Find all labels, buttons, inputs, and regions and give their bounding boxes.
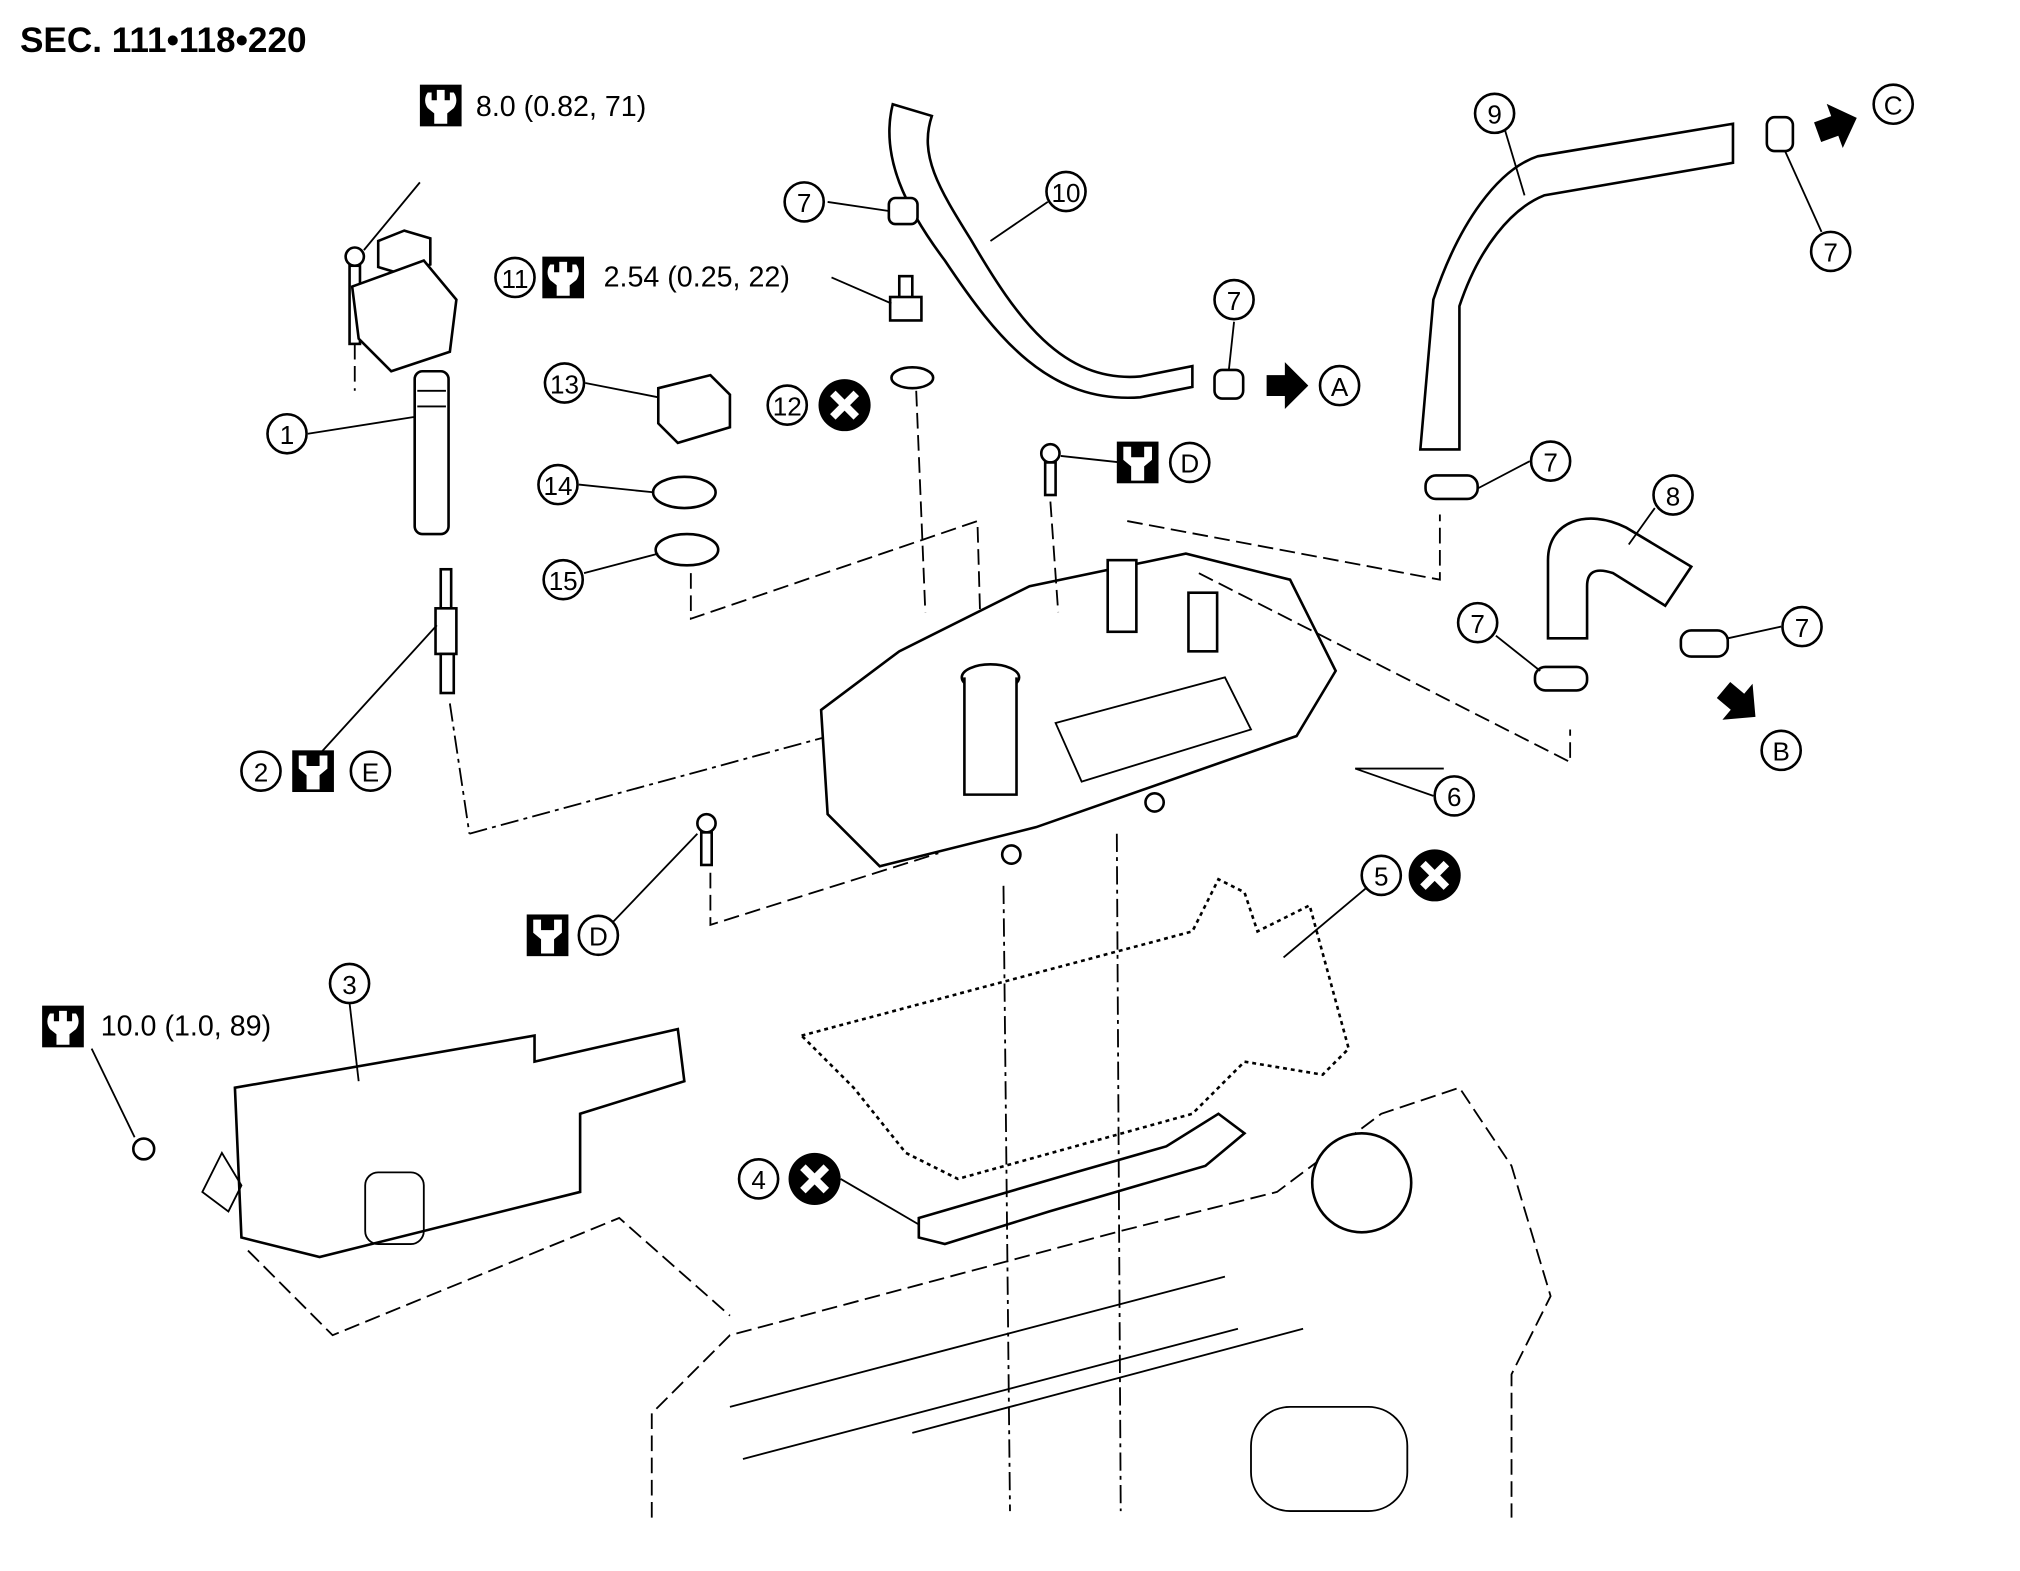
letter-d: D <box>577 914 620 957</box>
letter-d: D <box>1168 441 1211 484</box>
open-wrench-icon <box>1116 441 1159 484</box>
callout-7: 7 <box>783 181 826 223</box>
callout-14: 14 <box>537 463 579 506</box>
callout-number: 5 <box>1374 862 1389 892</box>
callout-1: 1 <box>266 412 308 455</box>
letter-label: A <box>1331 372 1349 402</box>
cylinder-head <box>650 833 1552 1518</box>
callout-number: 7 <box>1795 613 1810 643</box>
letter-label: C <box>1884 91 1903 121</box>
hose-10 <box>888 102 1194 400</box>
callout-number: 13 <box>550 369 579 399</box>
torque-icon <box>542 256 585 299</box>
callout-7: 7 <box>1781 605 1823 648</box>
letter-b: B <box>1760 729 1803 772</box>
rocker-cover <box>819 552 1444 868</box>
letter-label: B <box>1772 737 1789 767</box>
callout-number: 6 <box>1447 782 1462 812</box>
callout-number: 7 <box>1227 286 1242 316</box>
callout-15: 15 <box>542 558 585 601</box>
x-circle-icon <box>819 379 871 431</box>
callout-number: 1 <box>280 420 295 450</box>
callout-number: 9 <box>1487 100 1502 130</box>
arrow-right-icon <box>1708 672 1771 735</box>
callout-number: 15 <box>549 566 578 596</box>
callout-number: 8 <box>1666 481 1681 511</box>
callout-number: 7 <box>797 188 811 218</box>
torque-icon <box>419 84 462 127</box>
callout-number: 3 <box>342 970 357 1000</box>
torque-spec-cover-bolt: 10.0 (1.0, 89) <box>101 1010 271 1042</box>
callout-number: 7 <box>1543 447 1558 477</box>
torque-spec-coil-bolt: 8.0 (0.82, 71) <box>476 91 646 123</box>
callout-4: 4 <box>737 1158 780 1200</box>
callout-5: 5 <box>1360 854 1403 897</box>
callout-10: 10 <box>1045 170 1087 213</box>
engine-cover <box>90 1002 731 1337</box>
pcv-valve <box>888 274 935 613</box>
letter-label: D <box>1180 449 1199 479</box>
callout-number: 2 <box>254 757 269 787</box>
arrow-right-icon <box>1266 362 1309 410</box>
callout-8: 8 <box>1652 474 1694 516</box>
torque-icon <box>42 1005 84 1048</box>
callout-number: 7 <box>1470 609 1485 639</box>
section-title: SEC. 111•118•220 <box>20 21 307 60</box>
letter-a: A <box>1318 364 1361 407</box>
callout-7: 7 <box>1529 440 1572 482</box>
hose-9 <box>1418 122 1735 451</box>
open-wrench-icon <box>526 914 569 957</box>
oil-filler-cap <box>651 373 981 621</box>
cover-bolts <box>612 442 1121 927</box>
callout-number: 4 <box>751 1165 766 1195</box>
letter-c: C <box>1872 83 1915 126</box>
hose-8 <box>1546 517 1694 640</box>
callout-11: 11 <box>494 256 536 299</box>
x-circle-icon <box>1409 849 1461 901</box>
x-circle-icon <box>789 1153 841 1205</box>
arrow-right-icon <box>1809 95 1865 155</box>
rocker-cover-gasket <box>799 877 1351 1181</box>
callout-number: 12 <box>773 391 802 421</box>
open-wrench-icon <box>292 750 334 793</box>
dashed-guide <box>1198 572 1572 764</box>
callout-9: 9 <box>1473 92 1516 135</box>
dashed-guide <box>1127 514 1441 581</box>
callout-7: 7 <box>1809 230 1852 273</box>
callout-number: 10 <box>1052 178 1081 208</box>
torque-spec-pcv-valve: 2.54 (0.25, 22) <box>604 261 790 293</box>
callout-7: 7 <box>1456 601 1499 644</box>
clamp <box>887 115 1795 692</box>
leader-lines <box>307 130 1823 797</box>
callout-13: 13 <box>543 362 586 404</box>
callout-12: 12 <box>766 384 809 426</box>
callout-6: 6 <box>1433 775 1476 817</box>
callout-7: 7 <box>1213 278 1255 321</box>
letter-e: E <box>349 750 392 793</box>
callout-2: 2 <box>240 750 282 793</box>
ignition-coil <box>350 229 458 536</box>
letter-label: D <box>589 922 608 952</box>
callout-3: 3 <box>328 962 371 1005</box>
callout-number: 14 <box>543 471 572 501</box>
plug-tube-gasket <box>917 1112 1247 1246</box>
letter-label: E <box>362 757 379 787</box>
callout-number: 7 <box>1823 238 1838 268</box>
callout-number: 11 <box>501 264 528 294</box>
